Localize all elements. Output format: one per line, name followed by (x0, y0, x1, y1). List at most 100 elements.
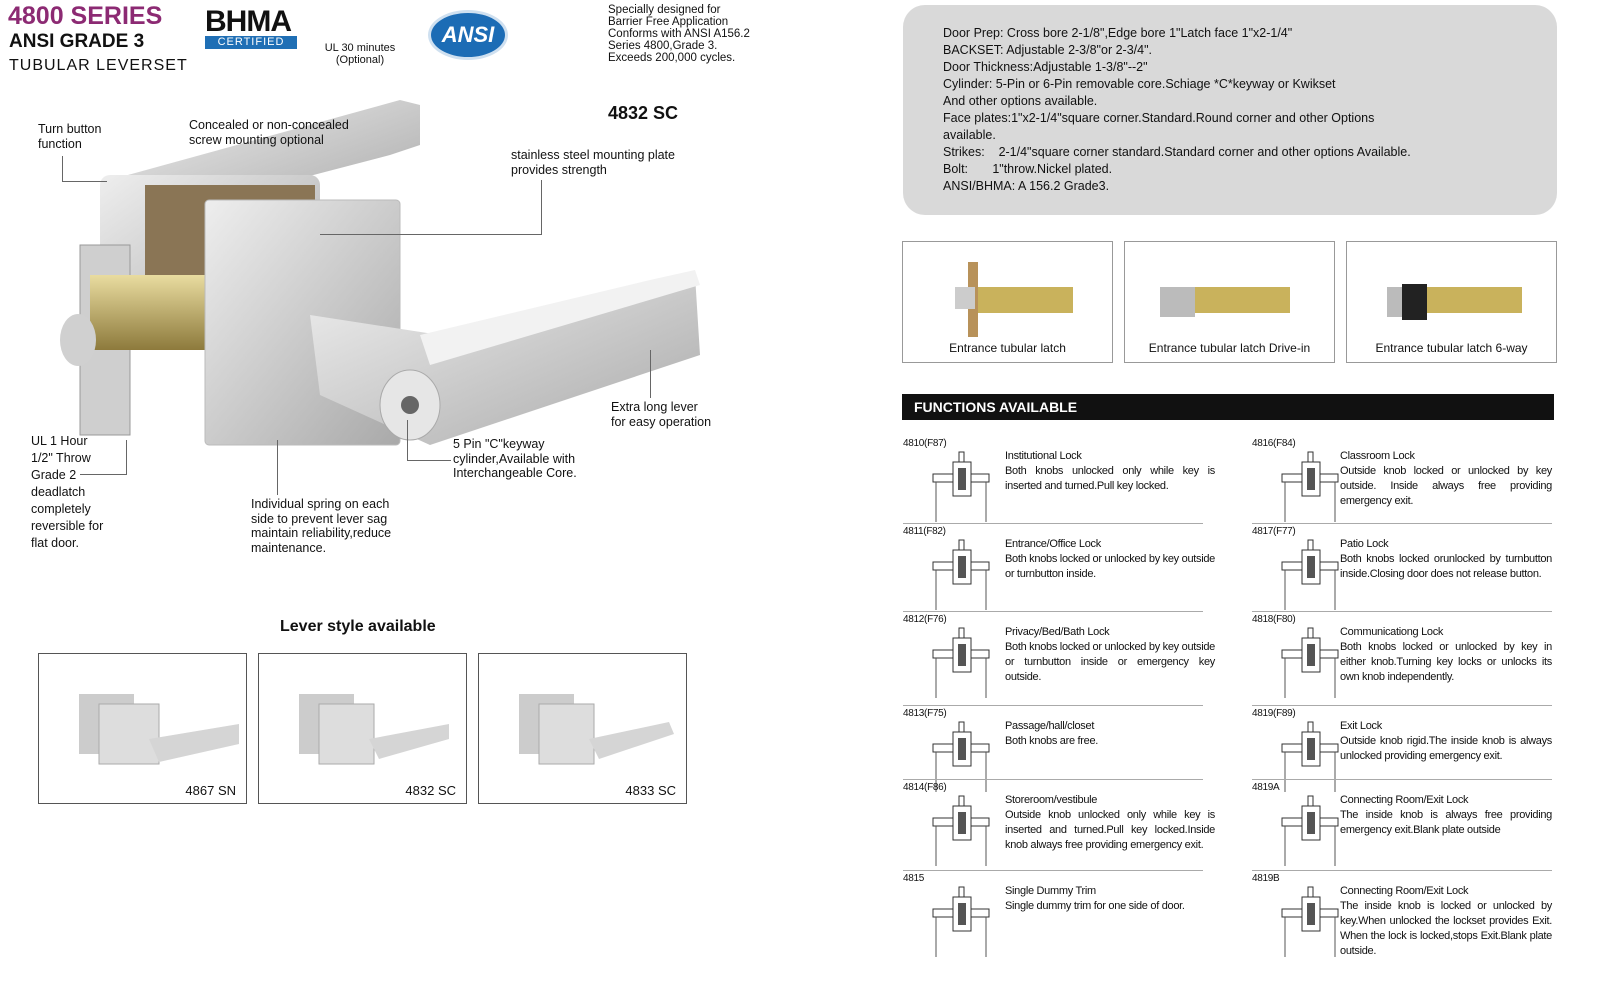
ul-line: (Optional) (335, 54, 385, 66)
annotation-line: Turn button (38, 122, 102, 136)
annotation-line: 1/2" Throw (31, 451, 91, 465)
bhma-text: BHMA (205, 5, 292, 38)
spec-line: Specially designed for (608, 4, 721, 16)
latch-item: Entrance tubular latch 6-way (1346, 241, 1557, 363)
function-name: Entrance/Office Lock (1005, 538, 1101, 550)
divider (903, 523, 1203, 524)
annotation-line: maintenance. (251, 540, 327, 555)
lever-style-label: 4833 SC (625, 783, 676, 798)
spec-line: BACKSET: Adjustable 2-3/8"or 2-3/4". (943, 43, 1152, 57)
specifications-panel: Door Prep: Cross bore 2-1/8",Edge bore 1… (903, 5, 1557, 215)
function-description: The inside knob is locked or unlocked by… (1340, 900, 1552, 957)
spec-line: Strikes: 2-1/4"square corner standard.St… (943, 145, 1411, 159)
spec-line: Exceeds 200,000 cycles. (608, 52, 736, 64)
lever-image (519, 694, 674, 765)
lock-diagram-icon (1281, 721, 1339, 792)
latch-item: Entrance tubular latch (902, 241, 1113, 363)
divider (1252, 611, 1552, 612)
function-code: 4813(F75) (903, 708, 947, 719)
function-name: Connecting Room/Exit Lock (1340, 794, 1469, 806)
annotation-line: Grade 2 (31, 468, 77, 482)
latch-item: Entrance tubular latch Drive-in (1124, 241, 1335, 363)
annotation-line: UL 1 Hour (31, 434, 88, 448)
series-title: 4800 SERIES (8, 2, 163, 30)
ul-rating: UL 30 minutes(Optional) (312, 42, 408, 66)
function-name: Exit Lock (1340, 720, 1382, 732)
spec-line: ANSI/BHMA: A 156.2 Grade3. (943, 179, 1110, 193)
divider (903, 779, 1203, 780)
lock-diagram-icon (1281, 451, 1339, 522)
function-name: Communicationg Lock (1340, 626, 1444, 638)
function-code: 4819A (1252, 782, 1280, 793)
lever-style-label: 4867 SN (185, 783, 236, 798)
annotation-line: flat door. (31, 536, 79, 550)
lever-style-item: 4832 SC (258, 653, 467, 804)
annotation-line: 5 Pin "C"keyway (453, 437, 545, 451)
function-code: 4819(F89) (1252, 708, 1296, 719)
function-description: Outside knob rigid.The inside knob is al… (1340, 735, 1552, 762)
spec-line: Series 4800,Grade 3. (608, 40, 718, 52)
function-name: Classroom Lock (1340, 450, 1415, 462)
function-description: The inside knob is always free providing… (1340, 809, 1552, 836)
function-description: Both knobs are free. (1005, 735, 1099, 747)
spec-line: Barrier Free Application (608, 16, 729, 28)
function-name: Passage/hall/closet (1005, 720, 1095, 732)
annotation-line: cylinder,Available with (453, 451, 576, 466)
function-code: 4811(F82) (903, 526, 946, 537)
annotation-line: screw mounting optional (189, 132, 324, 147)
lock-diagram-icon (1281, 886, 1339, 957)
spec-line: Door Prep: Cross bore 2-1/8",Edge bore 1… (943, 26, 1293, 40)
latch-label: Entrance tubular latch 6-way (1375, 341, 1528, 355)
function-code: 4815 (903, 873, 925, 884)
function-description: Outside knob unlocked only while key is … (1005, 809, 1215, 851)
divider (1252, 779, 1552, 780)
lock-diagram-icon (1281, 795, 1339, 866)
annotation-line: Individual spring on each (251, 497, 390, 511)
lock-diagram-icon (1281, 539, 1339, 610)
annotation-line: side to prevent lever sag (251, 511, 388, 526)
function-description: Both knobs locked or unlocked by key out… (1005, 553, 1215, 580)
annotation-line: stainless steel mounting plate (511, 148, 675, 162)
model-number: 4832 SC (608, 103, 679, 123)
divider (903, 611, 1203, 612)
lever-style-item: 4833 SC (478, 653, 687, 804)
latch-label: Entrance tubular latch Drive-in (1148, 341, 1311, 355)
lock-diagram-icon (932, 795, 990, 866)
leverset-image (60, 100, 700, 446)
function-code: 4812(F76) (903, 614, 947, 625)
function-code: 4814(F86) (903, 782, 947, 793)
annotation-line: Interchangeable Core. (453, 466, 577, 480)
function-name: Privacy/Bed/Bath Lock (1005, 626, 1110, 638)
lever-image (79, 694, 239, 765)
function-name: Storeroom/vestibule (1005, 794, 1098, 806)
annotation-line: for easy operation (611, 414, 712, 429)
function-code: 4810(F87) (903, 438, 947, 449)
product-type: TUBULAR LEVERSET (9, 57, 188, 74)
divider (903, 705, 1203, 706)
lever-image (299, 694, 449, 765)
annotation-line: maintain reliability,reduce (251, 526, 392, 540)
lever-style-title: Lever style available (280, 618, 436, 635)
latch-image (1387, 284, 1522, 320)
function-name: Patio Lock (1340, 538, 1389, 550)
spec-line: Face plates:1"x2-1/4"square corner.Stand… (943, 111, 1375, 125)
spec-line: Cylinder: 5-Pin or 6-Pin removable core.… (943, 77, 1336, 91)
function-name: Connecting Room/Exit Lock (1340, 885, 1469, 897)
annotation-line: completely (31, 502, 91, 516)
lock-diagram-icon (932, 451, 990, 522)
bhma-certified: CERTIFIED (205, 36, 297, 49)
